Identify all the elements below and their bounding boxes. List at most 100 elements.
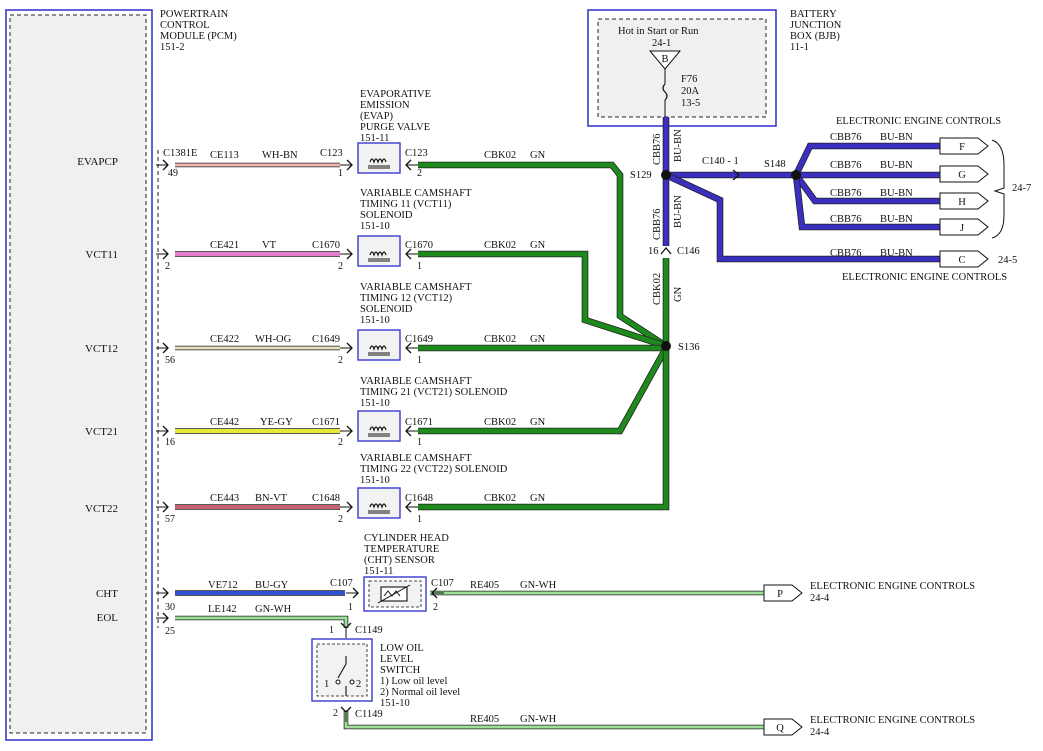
pcm-signal-cht: CHT xyxy=(96,588,118,600)
svg-text:PURGE VALVE: PURGE VALVE xyxy=(360,122,430,133)
svg-text:EMISSION: EMISSION xyxy=(360,100,410,111)
svg-text:RE405: RE405 xyxy=(470,714,499,725)
svg-text:25: 25 xyxy=(165,626,175,637)
svg-text:56: 56 xyxy=(165,355,175,366)
svg-text:C1149: C1149 xyxy=(355,709,383,720)
svg-text:VARIABLE CAMSHAFT: VARIABLE CAMSHAFT xyxy=(360,282,472,293)
cht-dest-title: ELECTRONIC ENGINE CONTROLS xyxy=(810,581,975,592)
svg-text:2: 2 xyxy=(333,708,338,719)
svg-text:2: 2 xyxy=(433,602,438,613)
cht-dest-ref: 24-4 xyxy=(810,593,830,604)
feed-upper-circuit: CBB76 xyxy=(652,133,663,165)
connector-c146: 16 C146 xyxy=(648,246,700,257)
pcm-signal-vct21: VCT21 xyxy=(85,426,118,438)
splice-s129: S129 xyxy=(630,170,671,181)
svg-text:S129: S129 xyxy=(630,170,652,181)
svg-text:C146: C146 xyxy=(677,246,700,257)
branch-j-color: BU-BN xyxy=(880,214,913,225)
svg-text:C1149: C1149 xyxy=(355,625,383,636)
eol-dest-title: ELECTRONIC ENGINE CONTROLS xyxy=(810,715,975,726)
svg-text:CE113: CE113 xyxy=(210,150,239,161)
vct22-solenoid: VARIABLE CAMSHAFT TIMING 22 (VCT22) SOLE… xyxy=(357,453,508,519)
wire-cbb76-j xyxy=(793,174,940,230)
bjb-terminal-b: B xyxy=(648,50,682,70)
svg-text:30: 30 xyxy=(165,602,175,613)
feed-lower-color: GN xyxy=(673,286,684,302)
wires xyxy=(175,117,940,730)
svg-text:TIMING 12 (VCT12): TIMING 12 (VCT12) xyxy=(360,293,453,304)
svg-text:151-10: 151-10 xyxy=(360,475,390,486)
svg-text:GN-WH: GN-WH xyxy=(255,604,292,615)
pcm-title-4: 151-2 xyxy=(160,42,185,53)
terminal-p: P xyxy=(763,584,803,602)
svg-text:2: 2 xyxy=(338,261,343,272)
svg-text:CE442: CE442 xyxy=(210,417,239,428)
terminal-j: J xyxy=(939,218,989,236)
svg-text:16: 16 xyxy=(165,437,175,448)
svg-text:1: 1 xyxy=(417,261,422,272)
eec-c-circuit: CBB76 xyxy=(830,248,862,259)
low-oil-level-switch: 1 2 LOW OIL LEVEL SWITCH 1) Low oil leve… xyxy=(311,638,460,709)
wire-cbb76-h-outline xyxy=(793,173,940,205)
feed-labels: CBB76 BU-BN CBB76 BU-BN CBK02 GN xyxy=(652,129,684,305)
pcm-title-3: MODULE (PCM) xyxy=(160,31,237,42)
terminal-h: H xyxy=(939,192,989,210)
svg-text:C123: C123 xyxy=(405,148,428,159)
fuse-ref: 13-5 xyxy=(681,98,700,109)
svg-text:49: 49 xyxy=(168,168,178,179)
wire-cbk02-vct22 xyxy=(418,348,669,510)
svg-text:C140 - 1: C140 - 1 xyxy=(702,156,739,167)
feed-upper-color: BU-BN xyxy=(673,129,684,162)
fuse-rating: 20A xyxy=(681,86,700,97)
svg-text:151-10: 151-10 xyxy=(360,221,390,232)
eec-c-title: ELECTRONIC ENGINE CONTROLS xyxy=(842,272,1007,283)
svg-text:VARIABLE CAMSHAFT: VARIABLE CAMSHAFT xyxy=(360,376,472,387)
svg-text:GN: GN xyxy=(530,334,546,345)
svg-text:SOLENOID: SOLENOID xyxy=(360,304,413,315)
connector-c140: C140 - 1 xyxy=(702,156,741,181)
evap-purge-valve: EVAPORATIVE EMISSION (EVAP) PURGE VALVE … xyxy=(357,89,431,174)
svg-text:1: 1 xyxy=(324,679,329,690)
svg-text:2: 2 xyxy=(356,679,361,690)
fuse-icon xyxy=(662,83,668,101)
svg-text:YE-GY: YE-GY xyxy=(260,417,293,428)
row-cht-labels: 30 VE712 BU-GY C107 1 C107 2 RE405 GN-WH… xyxy=(165,578,975,613)
feed-mid-color: BU-BN xyxy=(673,195,684,228)
solenoid-coil-icon xyxy=(368,158,390,169)
svg-text:1) Low oil level: 1) Low oil level xyxy=(380,676,447,687)
branch-g-color: BU-BN xyxy=(880,160,913,171)
svg-text:J: J xyxy=(960,223,964,234)
svg-text:CBK02: CBK02 xyxy=(484,493,516,504)
svg-text:GN-WH: GN-WH xyxy=(520,580,557,591)
pcm-signal-eol: EOL xyxy=(97,612,119,624)
svg-text:CE421: CE421 xyxy=(210,240,239,251)
svg-text:57: 57 xyxy=(165,514,175,525)
branch-f-circuit: CBB76 xyxy=(830,132,862,143)
svg-text:2: 2 xyxy=(338,437,343,448)
svg-text:C123: C123 xyxy=(320,148,343,159)
feed-lower-circuit: CBK02 xyxy=(652,273,663,305)
svg-text:SOLENOID: SOLENOID xyxy=(360,210,413,221)
splice-s136: S136 xyxy=(661,341,700,353)
bjb-title-2: JUNCTION xyxy=(790,20,842,31)
svg-text:P: P xyxy=(777,589,783,600)
eec-top-group: ELECTRONIC ENGINE CONTROLS 24-7 CBB76 BU… xyxy=(830,116,1031,239)
branch-h-color: BU-BN xyxy=(880,188,913,199)
svg-text:BU-GY: BU-GY xyxy=(255,580,289,591)
pcm-title-1: POWERTRAIN xyxy=(160,9,229,20)
row-vct11-labels: 2 CE421 VT C1670 2 C1670 1 CBK02 GN xyxy=(165,240,546,272)
svg-text:CBK02: CBK02 xyxy=(484,417,516,428)
pcm-module: POWERTRAIN CONTROL MODULE (PCM) 151-2 EV… xyxy=(5,9,237,741)
svg-text:EVAPORATIVE: EVAPORATIVE xyxy=(360,89,431,100)
svg-text:LE142: LE142 xyxy=(208,604,237,615)
svg-text:G: G xyxy=(958,170,966,181)
row-evapcp-labels: C1381E 49 CE113 WH-BN C123 1 C123 2 CBK0… xyxy=(163,148,546,179)
svg-text:C1670: C1670 xyxy=(405,240,433,251)
bjb-title-1: BATTERY xyxy=(790,9,837,20)
svg-text:VARIABLE CAMSHAFT: VARIABLE CAMSHAFT xyxy=(360,453,472,464)
branch-h-circuit: CBB76 xyxy=(830,188,862,199)
svg-text:TIMING 22 (VCT22) SOLENOID: TIMING 22 (VCT22) SOLENOID xyxy=(360,464,508,475)
pcm-title-2: CONTROL xyxy=(160,20,210,31)
svg-text:2) Normal oil level: 2) Normal oil level xyxy=(380,687,460,698)
